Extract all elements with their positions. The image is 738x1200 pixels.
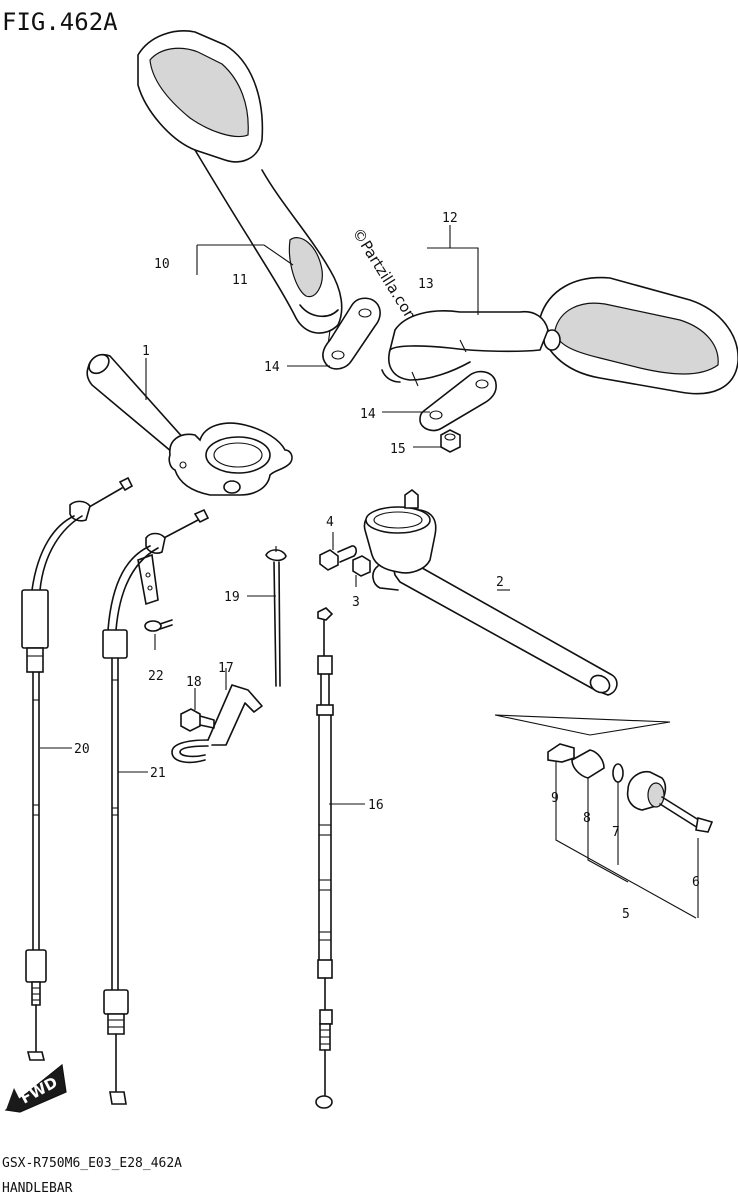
bar-end-spacer-part-8[interactable] xyxy=(571,749,605,779)
callout-5: 5 xyxy=(622,907,630,922)
section-name: HANDLEBAR xyxy=(2,1181,73,1196)
bar-end-collar-part-9[interactable] xyxy=(547,743,575,763)
screw-part-22[interactable] xyxy=(144,619,173,632)
callout-14-left: 14 xyxy=(264,360,280,375)
section-break-line xyxy=(494,714,671,736)
mirror-spacer-left-part-14[interactable] xyxy=(321,297,381,370)
callout-14-right: 14 xyxy=(360,407,376,422)
callout-18: 18 xyxy=(186,675,202,690)
callout-8: 8 xyxy=(583,811,591,826)
callout-6: 6 xyxy=(692,875,700,890)
callout-11: 11 xyxy=(232,273,248,288)
right-handlebar-part-2[interactable] xyxy=(363,488,618,696)
callout-10: 10 xyxy=(154,257,170,272)
callout-13: 13 xyxy=(418,277,434,292)
right-mirror-part-12[interactable] xyxy=(381,276,738,395)
left-mirror-part-11[interactable] xyxy=(137,30,343,346)
rod-part-19[interactable] xyxy=(265,546,287,687)
callout-15: 15 xyxy=(390,442,406,457)
leader-lines xyxy=(40,225,699,919)
bar-end-washer-part-7[interactable] xyxy=(612,763,624,783)
callout-9: 9 xyxy=(551,791,559,806)
clamp-nut-part-3[interactable] xyxy=(352,555,371,577)
callout-22: 22 xyxy=(148,669,164,684)
model-code: GSX-R750M6_E03_E28_462A xyxy=(2,1156,182,1171)
callout-12: 12 xyxy=(442,211,458,226)
forward-direction-badge: FWD xyxy=(4,1063,67,1113)
figure-title: FIG.462A xyxy=(2,8,118,36)
callout-17: 17 xyxy=(218,661,234,676)
cable-part-16[interactable] xyxy=(315,607,334,1109)
callout-4: 4 xyxy=(326,515,334,530)
mirror-spacer-right-part-14[interactable] xyxy=(419,370,497,432)
throttle-cable-part-20[interactable] xyxy=(21,476,134,1061)
bar-end-weight-part-6-bolt[interactable] xyxy=(626,770,714,833)
bolt-part-18[interactable] xyxy=(180,708,215,732)
callout-2: 2 xyxy=(496,575,504,590)
throttle-cable-part-21[interactable] xyxy=(102,508,210,1105)
callout-16: 16 xyxy=(368,798,384,813)
callout-19: 19 xyxy=(224,590,240,605)
grip-part-1[interactable] xyxy=(85,351,187,454)
callout-20: 20 xyxy=(74,742,90,757)
callout-3: 3 xyxy=(352,595,360,610)
callout-21: 21 xyxy=(150,766,166,781)
left-handlebar-clamp[interactable] xyxy=(168,422,293,496)
clamp-bolt-part-4[interactable] xyxy=(319,545,357,571)
callout-1: 1 xyxy=(142,344,150,359)
nut-part-15[interactable] xyxy=(440,429,461,453)
callout-labels: 10 11 12 13 1 14 14 15 2 4 3 19 17 18 22… xyxy=(74,211,700,922)
bracket-part-17[interactable] xyxy=(171,684,263,764)
callout-7: 7 xyxy=(612,825,620,840)
